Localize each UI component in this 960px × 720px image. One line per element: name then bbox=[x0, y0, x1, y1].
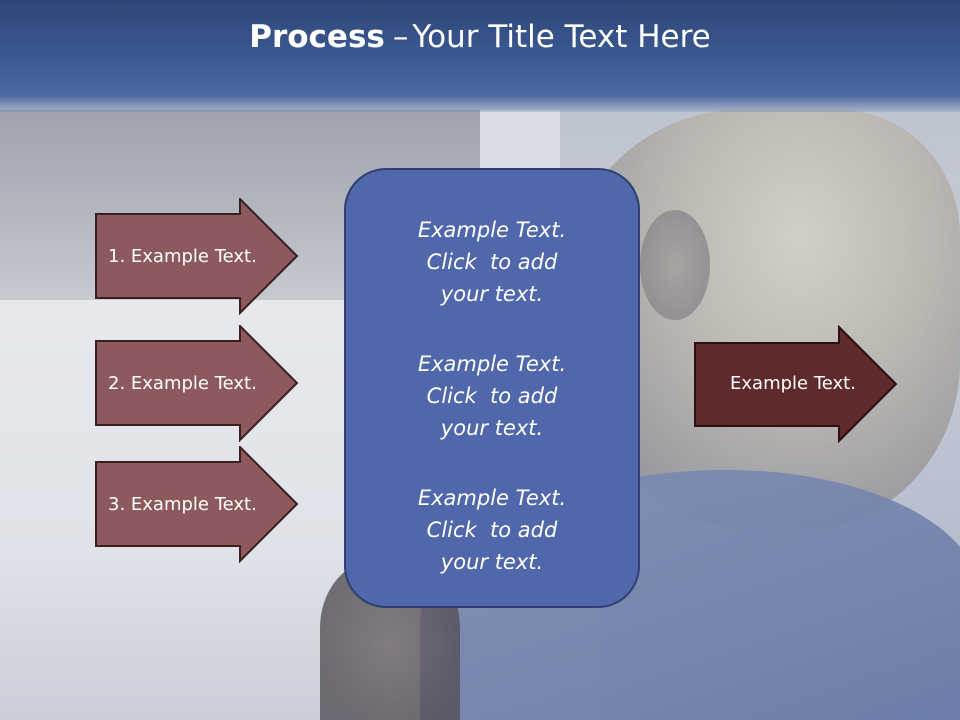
background-photo-ear bbox=[640, 210, 710, 320]
arrow-shape-output[interactable]: Example Text. bbox=[694, 325, 900, 445]
center-text-card[interactable]: Example Text. Click to add your text. Ex… bbox=[344, 168, 640, 608]
arrow-2-graphic bbox=[95, 325, 299, 443]
slide-title[interactable]: Process–Your Title Text Here bbox=[249, 18, 711, 55]
arrow-shape-1[interactable]: 1. Example Text. bbox=[95, 198, 301, 316]
output-arrow-graphic bbox=[694, 325, 898, 444]
output-arrow-label: Example Text. bbox=[730, 372, 856, 394]
card-block-line: Example Text. bbox=[417, 218, 567, 242]
card-text-block: Example Text. Click to add your text. bbox=[346, 348, 638, 444]
card-block-line: your text. bbox=[440, 416, 544, 440]
arrow-3-graphic bbox=[95, 446, 299, 564]
arrow-2-label: 2. Example Text. bbox=[108, 372, 257, 394]
title-band: Process–Your Title Text Here bbox=[0, 0, 960, 112]
card-block-line: Click to add bbox=[426, 250, 558, 274]
arrow-3-label: 3. Example Text. bbox=[108, 493, 257, 515]
arrow-shape-3[interactable]: 3. Example Text. bbox=[95, 446, 301, 564]
card-block-line: your text. bbox=[440, 550, 544, 574]
card-block-line: Click to add bbox=[426, 518, 558, 542]
card-text-block: Example Text. Click to add your text. bbox=[346, 482, 638, 578]
title-separator: – bbox=[392, 18, 409, 55]
arrow-1-label: 1. Example Text. bbox=[108, 245, 257, 267]
card-text-block: Example Text. Click to add your text. bbox=[346, 214, 638, 310]
background-window bbox=[480, 110, 560, 170]
arrow-shape-2[interactable]: 2. Example Text. bbox=[95, 325, 301, 443]
arrow-1-graphic bbox=[95, 198, 299, 316]
title-rest: Your Title Text Here bbox=[412, 18, 711, 55]
card-block-line: your text. bbox=[440, 282, 544, 306]
card-block-line: Example Text. bbox=[417, 352, 567, 376]
card-block-line: Example Text. bbox=[417, 486, 567, 510]
title-bold: Process bbox=[249, 18, 385, 55]
card-block-line: Click to add bbox=[426, 384, 558, 408]
